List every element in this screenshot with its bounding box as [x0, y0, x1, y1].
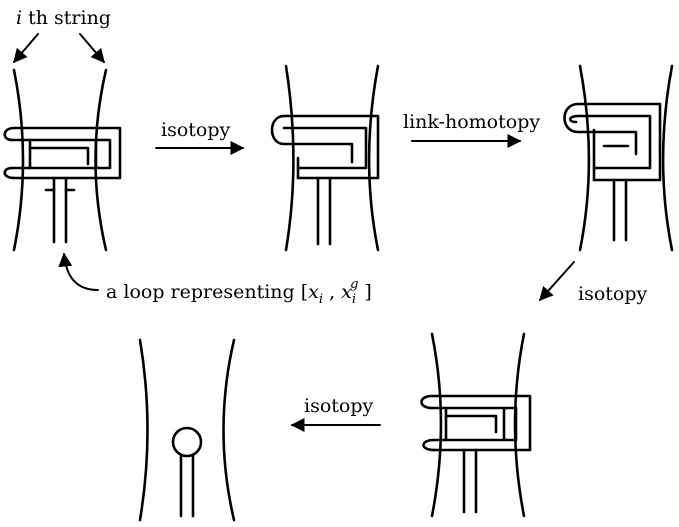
arrow-3 [539, 261, 575, 302]
loop-annotation-label: a loop representing [xi , xig ] [106, 277, 372, 307]
figure-2-after-isotopy [270, 64, 380, 252]
figure-1-original-link [3, 68, 122, 252]
arrow-4-label: isotopy [304, 395, 374, 417]
ith-string-arrow-left [13, 33, 39, 64]
svg-text:i th string: i th string [16, 7, 111, 29]
ith-string-label: i th string [16, 7, 111, 29]
svg-text:a loop representing [xi , xig: a loop representing [xi , xig ] [106, 277, 372, 307]
ith-string-arrow-right [79, 33, 105, 64]
figure-3-after-link-homotopy [563, 64, 674, 252]
arrow-3-label: isotopy [578, 283, 648, 305]
arrow-2-label: link-homotopy [403, 111, 540, 133]
arrow-1-label: isotopy [161, 119, 231, 141]
loop-annotation-arrow [58, 252, 99, 291]
figure-4-after-isotopy [420, 332, 532, 518]
figure-5-trivial-loop [138, 338, 236, 522]
